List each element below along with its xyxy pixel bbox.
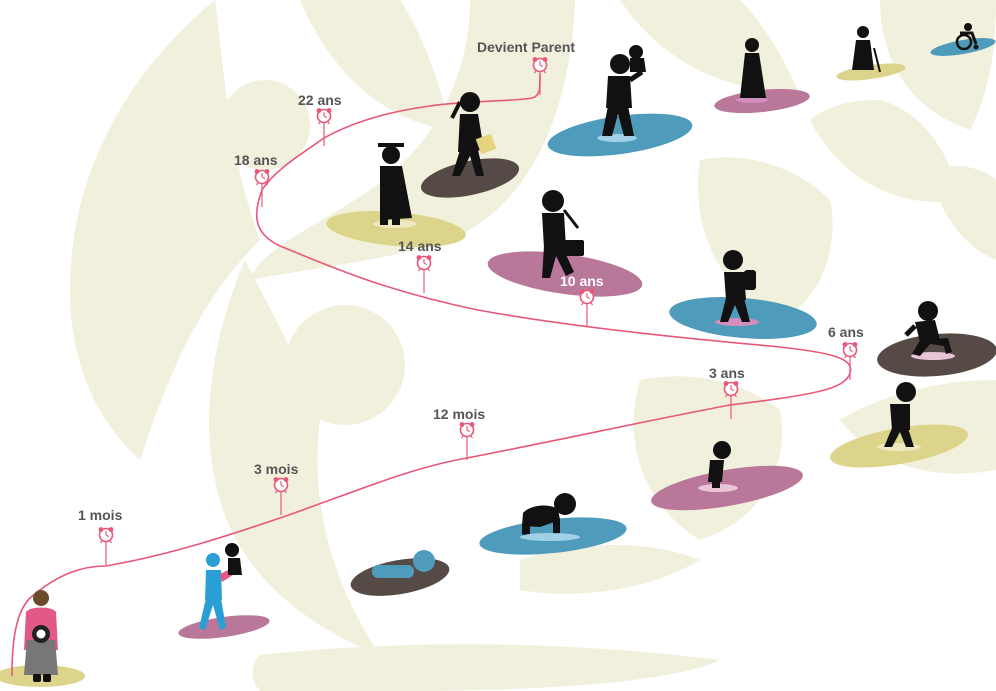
milestone-label-3-ans: 3 ans [709,365,745,381]
milestone-label-14-ans: 14 ans [398,238,442,254]
milestone-label-18-ans: 18 ans [234,152,278,168]
milestone-label-12-mois: 12 mois [433,406,485,422]
milestone-label-10-ans: 10 ans [560,273,604,289]
milestone-label-22-ans: 22 ans [298,92,342,108]
pregnant-mother-icon [24,590,58,682]
milestone-label-3-mois: 3 mois [254,461,298,477]
milestone-label-6-ans: 6 ans [828,324,864,340]
milestone-label-1-mois: 1 mois [78,507,122,523]
milestone-label-devient-parent: Devient Parent [477,39,575,55]
